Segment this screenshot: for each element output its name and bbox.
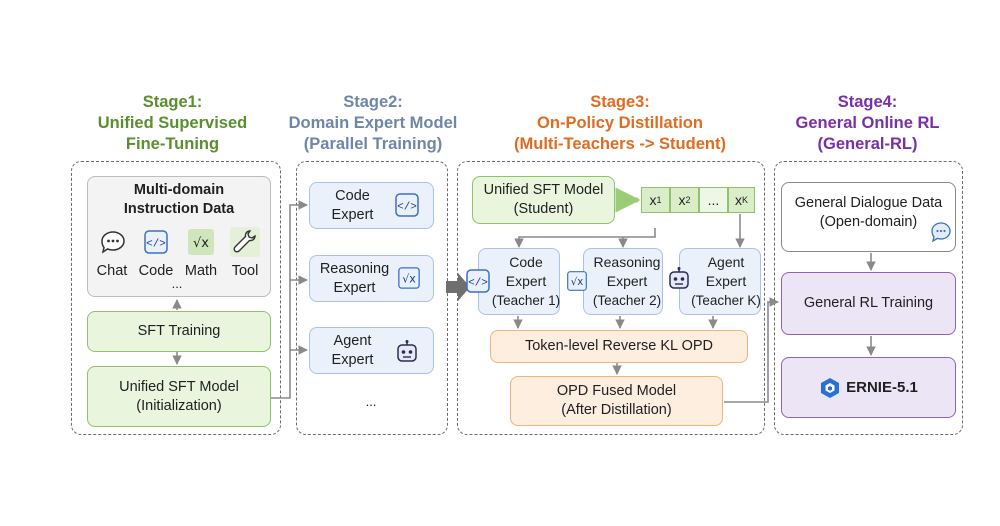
student-model-line2: (Student) bbox=[513, 201, 574, 217]
stage4-name-line2: (General-RL) bbox=[817, 135, 918, 153]
data-title-line2: Instruction Data bbox=[123, 201, 235, 217]
svg-text:</>: </> bbox=[397, 202, 417, 214]
data-more-ellipsis: ... bbox=[171, 276, 183, 291]
dialogue-data-line1: General Dialogue Data bbox=[794, 195, 943, 211]
token-ellipsis: ... bbox=[699, 187, 728, 213]
code-icon: </> bbox=[143, 229, 169, 255]
teacher-agent-line1: Agent bbox=[707, 254, 745, 270]
svg-text:</>: </> bbox=[468, 278, 488, 290]
student-model-line1: Unified SFT Model bbox=[483, 182, 604, 198]
agent-expert-line1: Agent bbox=[333, 332, 372, 349]
stage2-name-line2: (Parallel Training) bbox=[303, 135, 443, 153]
teacher-reasoning-line2: Expert bbox=[606, 273, 648, 289]
teacher-reasoning-line3: (Teacher 2) bbox=[592, 293, 662, 308]
data-item-math-label: Math bbox=[184, 263, 218, 279]
general-dialogue-data-box: General Dialogue Data (Open-domain) bbox=[781, 182, 956, 252]
chat-bubble-icon bbox=[930, 221, 952, 243]
general-rl-training-box: General RL Training bbox=[781, 272, 956, 335]
ernie-logo-icon bbox=[819, 377, 841, 399]
stage3-name-line2: (Multi-Teachers -> Student) bbox=[514, 135, 726, 153]
unified-sft-init-box: Unified SFT Model (Initialization) bbox=[87, 366, 271, 427]
robot-icon bbox=[666, 266, 692, 292]
stage1-name-line2: Fine-Tuning bbox=[125, 135, 220, 153]
agent-expert-line2: Expert bbox=[331, 351, 374, 368]
unified-sft-init-line1: Unified SFT Model bbox=[119, 378, 239, 395]
code-expert-line1: Code bbox=[335, 187, 370, 204]
teacher-agent-line2: Expert bbox=[705, 273, 747, 289]
teacher-code-line2: Expert bbox=[505, 273, 547, 289]
data-item-chat-label: Chat bbox=[96, 263, 128, 279]
stage4-title: Stage4: General Online RL (General-RL) bbox=[770, 92, 965, 155]
code-icon: </> bbox=[465, 268, 491, 294]
data-title-line1: Multi-domain bbox=[133, 182, 225, 198]
stage4-number: Stage4: bbox=[837, 93, 898, 111]
student-model-box: Unified SFT Model (Student) bbox=[472, 176, 615, 224]
stage4-name-line1: General Online RL bbox=[795, 114, 940, 132]
opd-loss-label: Token-level Reverse KL OPD bbox=[524, 338, 714, 354]
stage2-name-line1: Domain Expert Model bbox=[288, 114, 458, 132]
stage3-number: Stage3: bbox=[590, 93, 650, 111]
expert-more-ellipsis: ... bbox=[365, 394, 377, 409]
robot-icon bbox=[394, 339, 420, 365]
code-expert-line2: Expert bbox=[331, 206, 374, 223]
reasoning-expert-line2: Expert bbox=[333, 279, 376, 296]
opd-fused-line2: (After Distillation) bbox=[561, 402, 672, 418]
svg-text:√x: √x bbox=[402, 273, 416, 286]
teacher-code-expert-box: Code Expert (Teacher 1) bbox=[478, 248, 560, 315]
opd-fused-line1: OPD Fused Model bbox=[556, 383, 677, 399]
reasoning-expert-line1: Reasoning bbox=[319, 260, 390, 277]
stage1-number: Stage1: bbox=[142, 93, 203, 111]
svg-text:√x: √x bbox=[571, 277, 583, 288]
stage3-name-line1: On-Policy Distillation bbox=[537, 114, 703, 132]
svg-text:√x: √x bbox=[193, 236, 209, 251]
teacher-agent-expert-box: Agent Expert (Teacher K) bbox=[679, 248, 761, 315]
unified-sft-init-line2: (Initialization) bbox=[136, 397, 222, 414]
teacher-reasoning-line1: Reasoning bbox=[593, 254, 661, 270]
teacher-code-line1: Code bbox=[509, 254, 543, 270]
sqrt-icon: √x bbox=[397, 266, 421, 290]
stage2-title: Stage2: Domain Expert Model (Parallel Tr… bbox=[268, 92, 478, 155]
code-icon: </> bbox=[394, 192, 420, 218]
wrench-icon bbox=[230, 227, 260, 257]
opd-fused-model-box: OPD Fused Model (After Distillation) bbox=[510, 376, 723, 426]
opd-loss-box: Token-level Reverse KL OPD bbox=[490, 330, 748, 363]
svg-text:</>: </> bbox=[146, 239, 166, 251]
sft-training-box: SFT Training bbox=[87, 311, 271, 352]
sqrt-icon: √x bbox=[566, 270, 588, 292]
stage2-number: Stage2: bbox=[343, 93, 403, 111]
stage1-title: Stage1: Unified Supervised Fine-Tuning bbox=[70, 92, 275, 155]
data-item-tool-label: Tool bbox=[231, 263, 259, 279]
dialogue-data-line2: (Open-domain) bbox=[819, 214, 918, 230]
teacher-code-line3: (Teacher 1) bbox=[491, 293, 561, 308]
chat-icon bbox=[99, 228, 127, 256]
data-item-code-label: Code bbox=[138, 263, 174, 279]
stage1-name-line1: Unified Supervised bbox=[97, 114, 248, 132]
ernie-model-label: ERNIE-5.1 bbox=[846, 379, 918, 396]
ernie-model-box: ERNIE-5.1 bbox=[781, 357, 956, 418]
sqrt-icon: √x bbox=[187, 228, 215, 256]
general-rl-training-label: General RL Training bbox=[803, 295, 934, 311]
teacher-agent-line3: (Teacher K) bbox=[691, 293, 761, 308]
teacher-reasoning-expert-box: Reasoning Expert (Teacher 2) bbox=[583, 248, 663, 315]
stage3-title: Stage3: On-Policy Distillation (Multi-Te… bbox=[470, 92, 770, 155]
sft-training-label: SFT Training bbox=[137, 323, 221, 339]
